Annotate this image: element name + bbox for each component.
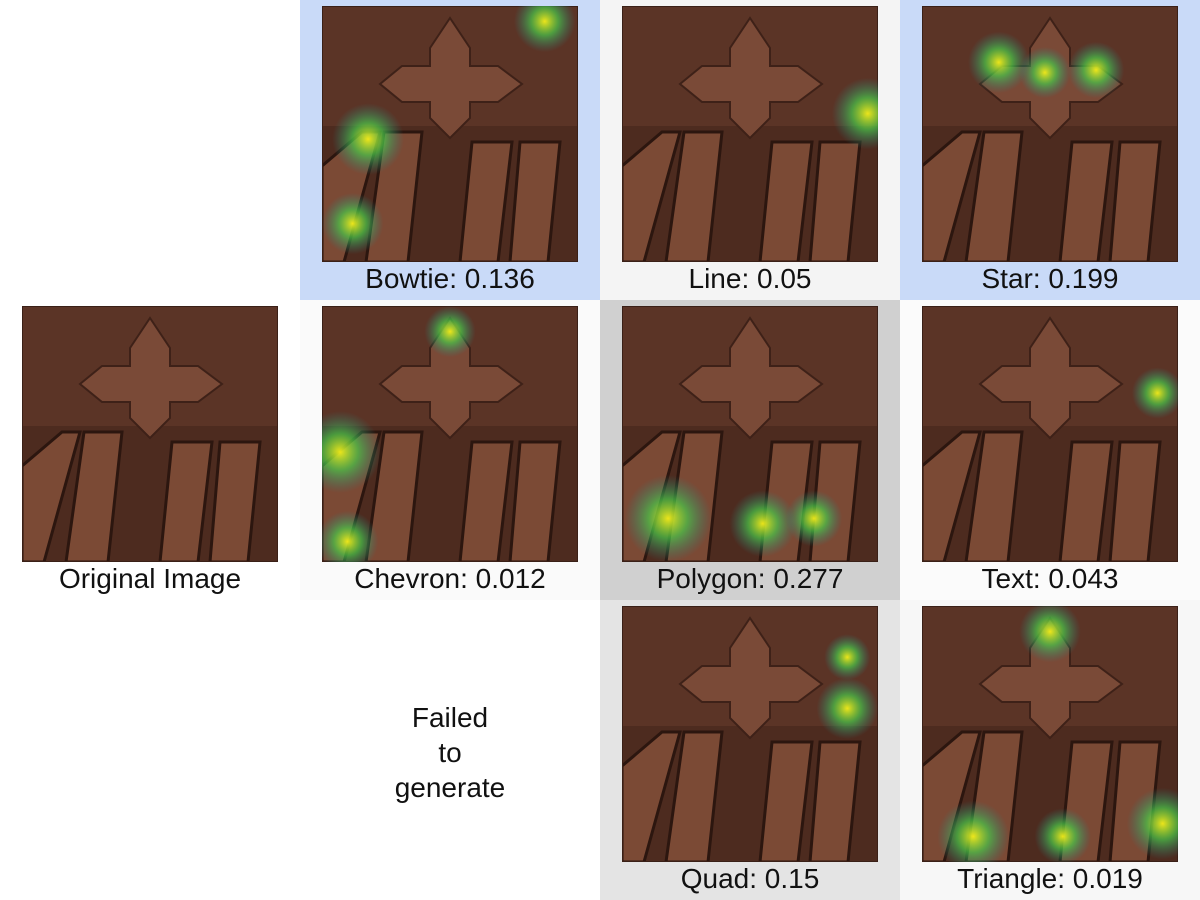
panel-label-polygon: Polygon: 0.277: [656, 563, 844, 594]
cross-emblem: [78, 316, 224, 440]
heatmap-bowtie: [322, 6, 578, 262]
cross-emblem: [978, 316, 1124, 440]
panel-label-triangle: Triangle: 0.019: [957, 863, 1143, 894]
panel-triangle: Triangle: 0.019: [900, 600, 1200, 900]
panel-original: Original Image: [0, 300, 300, 600]
panel-star: Star: 0.199: [900, 0, 1200, 300]
heatmap-text: [922, 306, 1178, 562]
cross-emblem: [378, 316, 524, 440]
panel-label-quad: Quad: 0.15: [680, 863, 820, 894]
cross-emblem: [678, 316, 824, 440]
panel-label-bowtie: Bowtie: 0.136: [365, 263, 535, 294]
panel-chevron: Chevron: 0.012: [300, 300, 600, 600]
failed-line-3: generate: [394, 772, 506, 803]
panel-line: Line: 0.05: [600, 0, 900, 300]
failed-line-2: to: [438, 737, 462, 768]
panel-polygon: Polygon: 0.277: [600, 300, 900, 600]
heatmap-polygon: [622, 306, 878, 562]
cross-emblem: [978, 616, 1124, 740]
heatmap-line: [622, 6, 878, 262]
heatmap-quad: [622, 606, 878, 862]
heatmap-star: [922, 6, 1178, 262]
panel-bowtie: Bowtie: 0.136: [300, 0, 600, 300]
failed-line-1: Failed: [411, 702, 489, 733]
panel-label-star: Star: 0.199: [981, 263, 1119, 294]
heatmap-chevron: [322, 306, 578, 562]
cross-emblem: [678, 16, 824, 140]
panel-text: Text: 0.043: [900, 300, 1200, 600]
original-image: [22, 306, 278, 562]
panel-quad: Quad: 0.15: [600, 600, 900, 900]
panel-label-text: Text: 0.043: [981, 563, 1119, 594]
failed-message: Failed to generate: [300, 700, 600, 805]
panel-failed: Failed to generate: [300, 600, 600, 900]
panel-label-original: Original Image: [58, 563, 242, 594]
panel-label-chevron: Chevron: 0.012: [354, 563, 546, 594]
panel-label-line: Line: 0.05: [688, 263, 812, 294]
cross-emblem: [378, 16, 524, 140]
cross-emblem: [678, 616, 824, 740]
heatmap-triangle: [922, 606, 1178, 862]
